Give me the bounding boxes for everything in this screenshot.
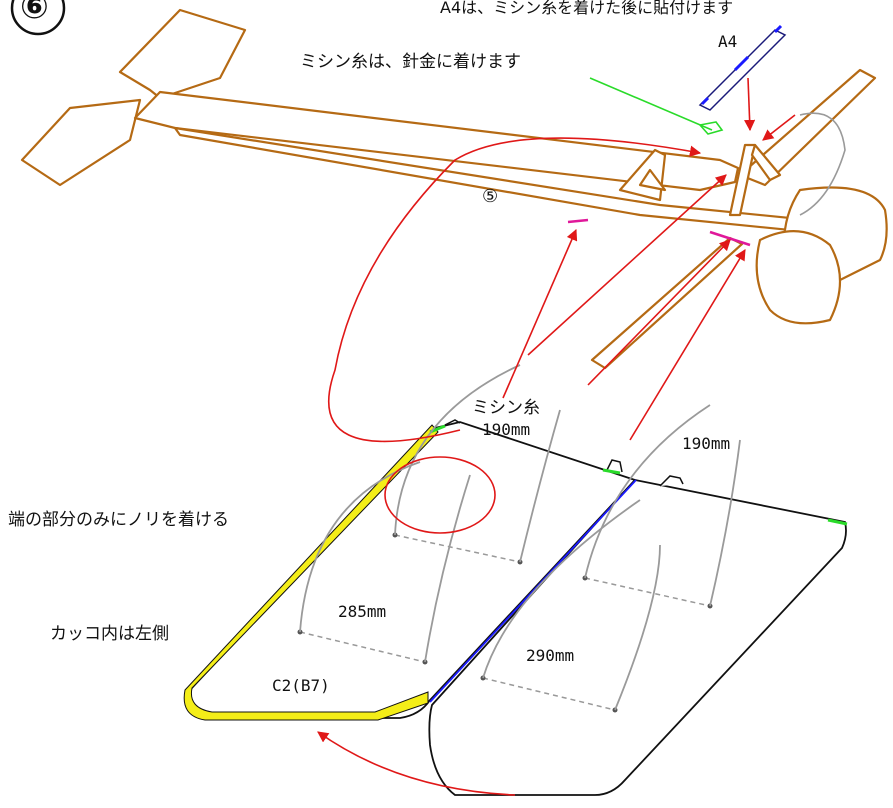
thread-note: ミシン糸は、針金に着けます [300,52,521,72]
dim-right-front: 190mm [682,434,731,453]
mark-right [709,230,751,247]
glue-note: 端の部分のみにノリを着ける [8,510,229,530]
nose-front [755,230,842,325]
airplane-body [20,8,888,370]
a4-strip [698,24,787,111]
mark-left [567,218,589,224]
a4-label: A4 [718,32,738,51]
step-prev-marker: ⑤ [482,186,499,207]
thread-clip [698,121,724,135]
fuselage-boom [133,90,740,192]
fold-line [429,479,637,703]
a4-note: A4は、ミシン糸を着けた後に貼付けます [440,0,734,17]
wing-spar-lower [590,236,744,370]
wing-spar-upper [738,68,877,187]
step-number: ⑥ [20,0,49,27]
tail-left-stabilizer [20,98,142,187]
arrows [317,77,796,796]
part-label: C2(B7) [272,676,330,695]
thread-pointer-line [589,77,713,131]
strut-brace [750,143,782,182]
thread-label: ミシン糸 [472,398,540,418]
tail-fin [118,8,247,100]
step-badge [10,0,66,36]
right-panel [428,479,847,796]
dim-left-front: 190mm [482,420,531,439]
glue-edge [183,424,439,721]
dim-left-rear: 285mm [338,602,387,621]
wing-stub-2 [638,168,667,192]
dim-right-rear: 290mm [526,646,575,665]
wing-sheet [183,419,848,796]
paren-note: カッコ内は左側 [50,624,169,644]
